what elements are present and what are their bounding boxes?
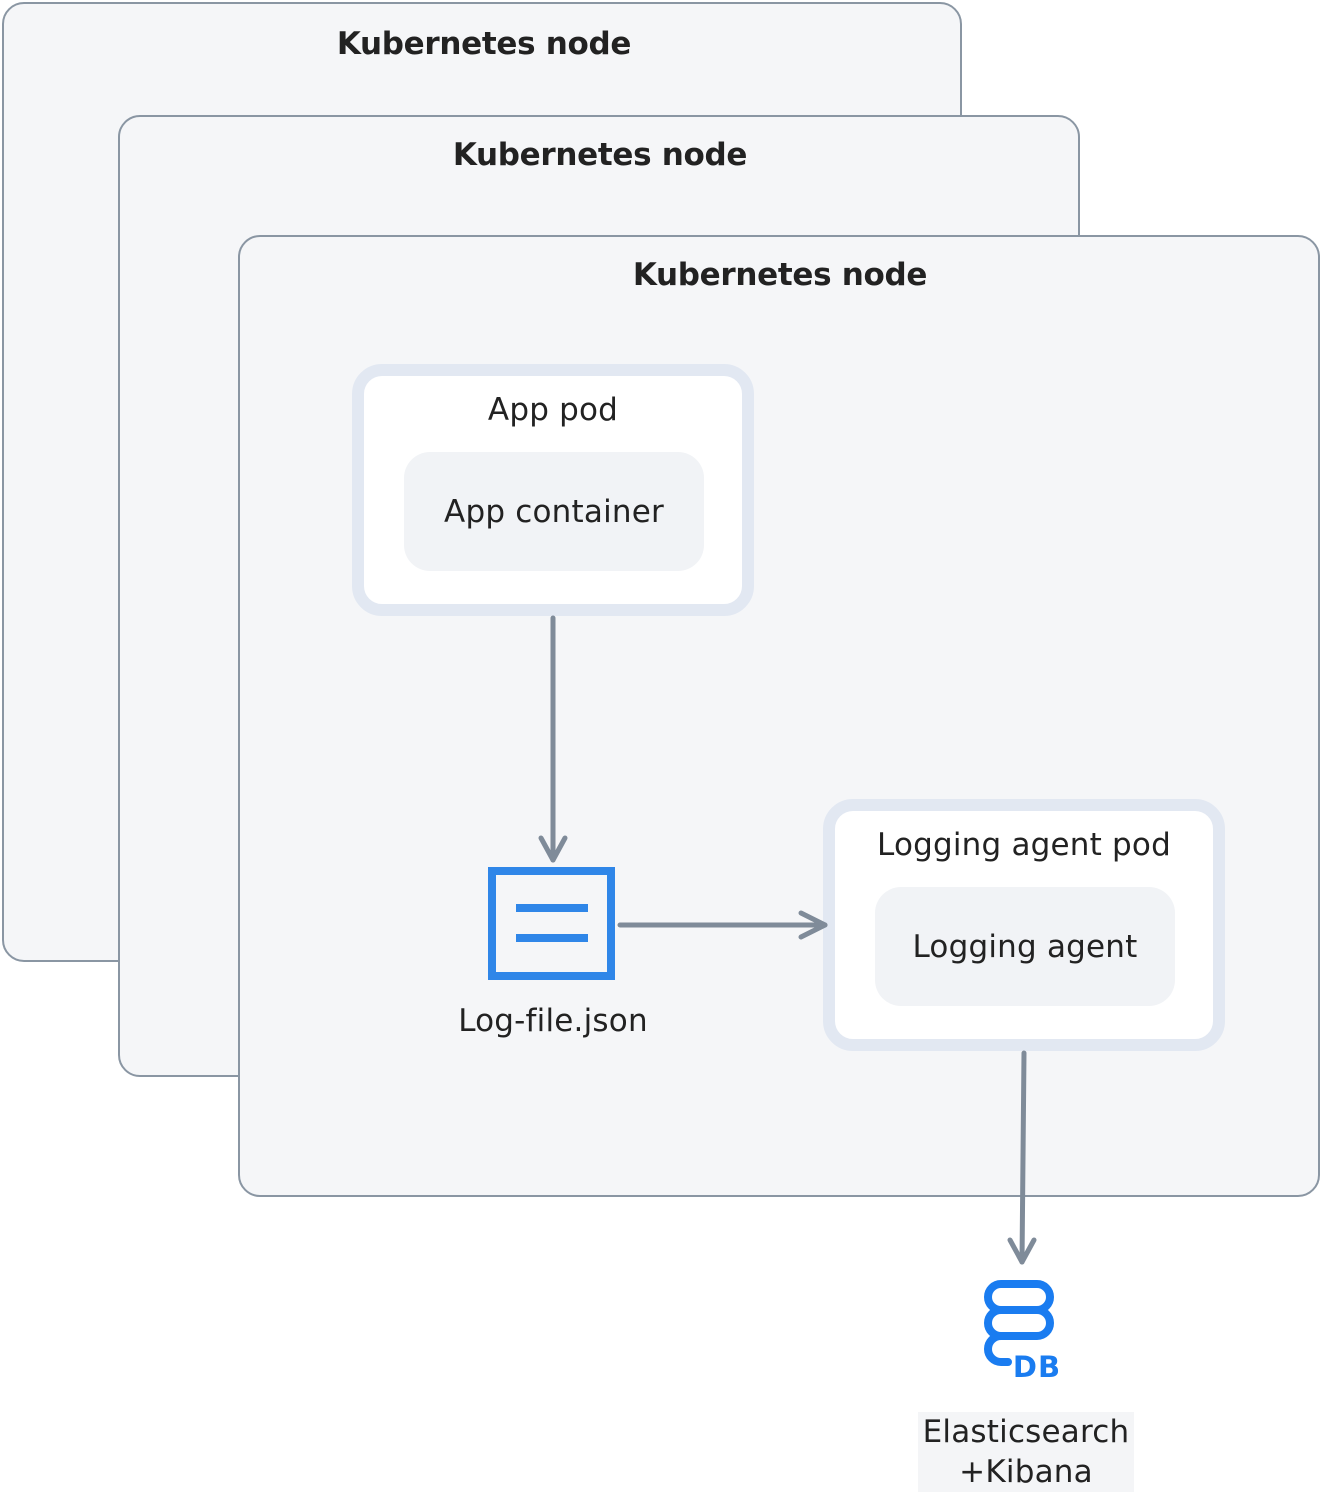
database-label: Elasticsearch +Kibana bbox=[918, 1412, 1134, 1492]
logging-agent-pod: Logging agent pod Logging agent bbox=[823, 799, 1225, 1051]
app-pod: App pod App container bbox=[352, 364, 754, 616]
document-icon bbox=[488, 867, 615, 980]
node-title: Kubernetes node bbox=[632, 257, 928, 293]
logging-agent-container: Logging agent bbox=[875, 887, 1175, 1006]
arrow-agent-to-db bbox=[1007, 1050, 1037, 1265]
log-file-label: Log-file.json bbox=[458, 1003, 648, 1039]
database-label-line1: Elasticsearch bbox=[922, 1414, 1130, 1450]
database-icon bbox=[983, 1280, 1054, 1366]
database-label-line2: +Kibana bbox=[959, 1454, 1093, 1490]
node-title: Kubernetes node bbox=[336, 26, 632, 62]
arrow-app-to-logfile bbox=[538, 615, 568, 863]
arrow-logfile-to-agent bbox=[617, 910, 828, 940]
logging-agent-pod-title: Logging agent pod bbox=[877, 827, 1171, 863]
database-icon-text: DB bbox=[1013, 1350, 1061, 1384]
node-title: Kubernetes node bbox=[452, 137, 748, 173]
app-container: App container bbox=[404, 452, 704, 571]
app-pod-title: App pod bbox=[487, 392, 619, 428]
